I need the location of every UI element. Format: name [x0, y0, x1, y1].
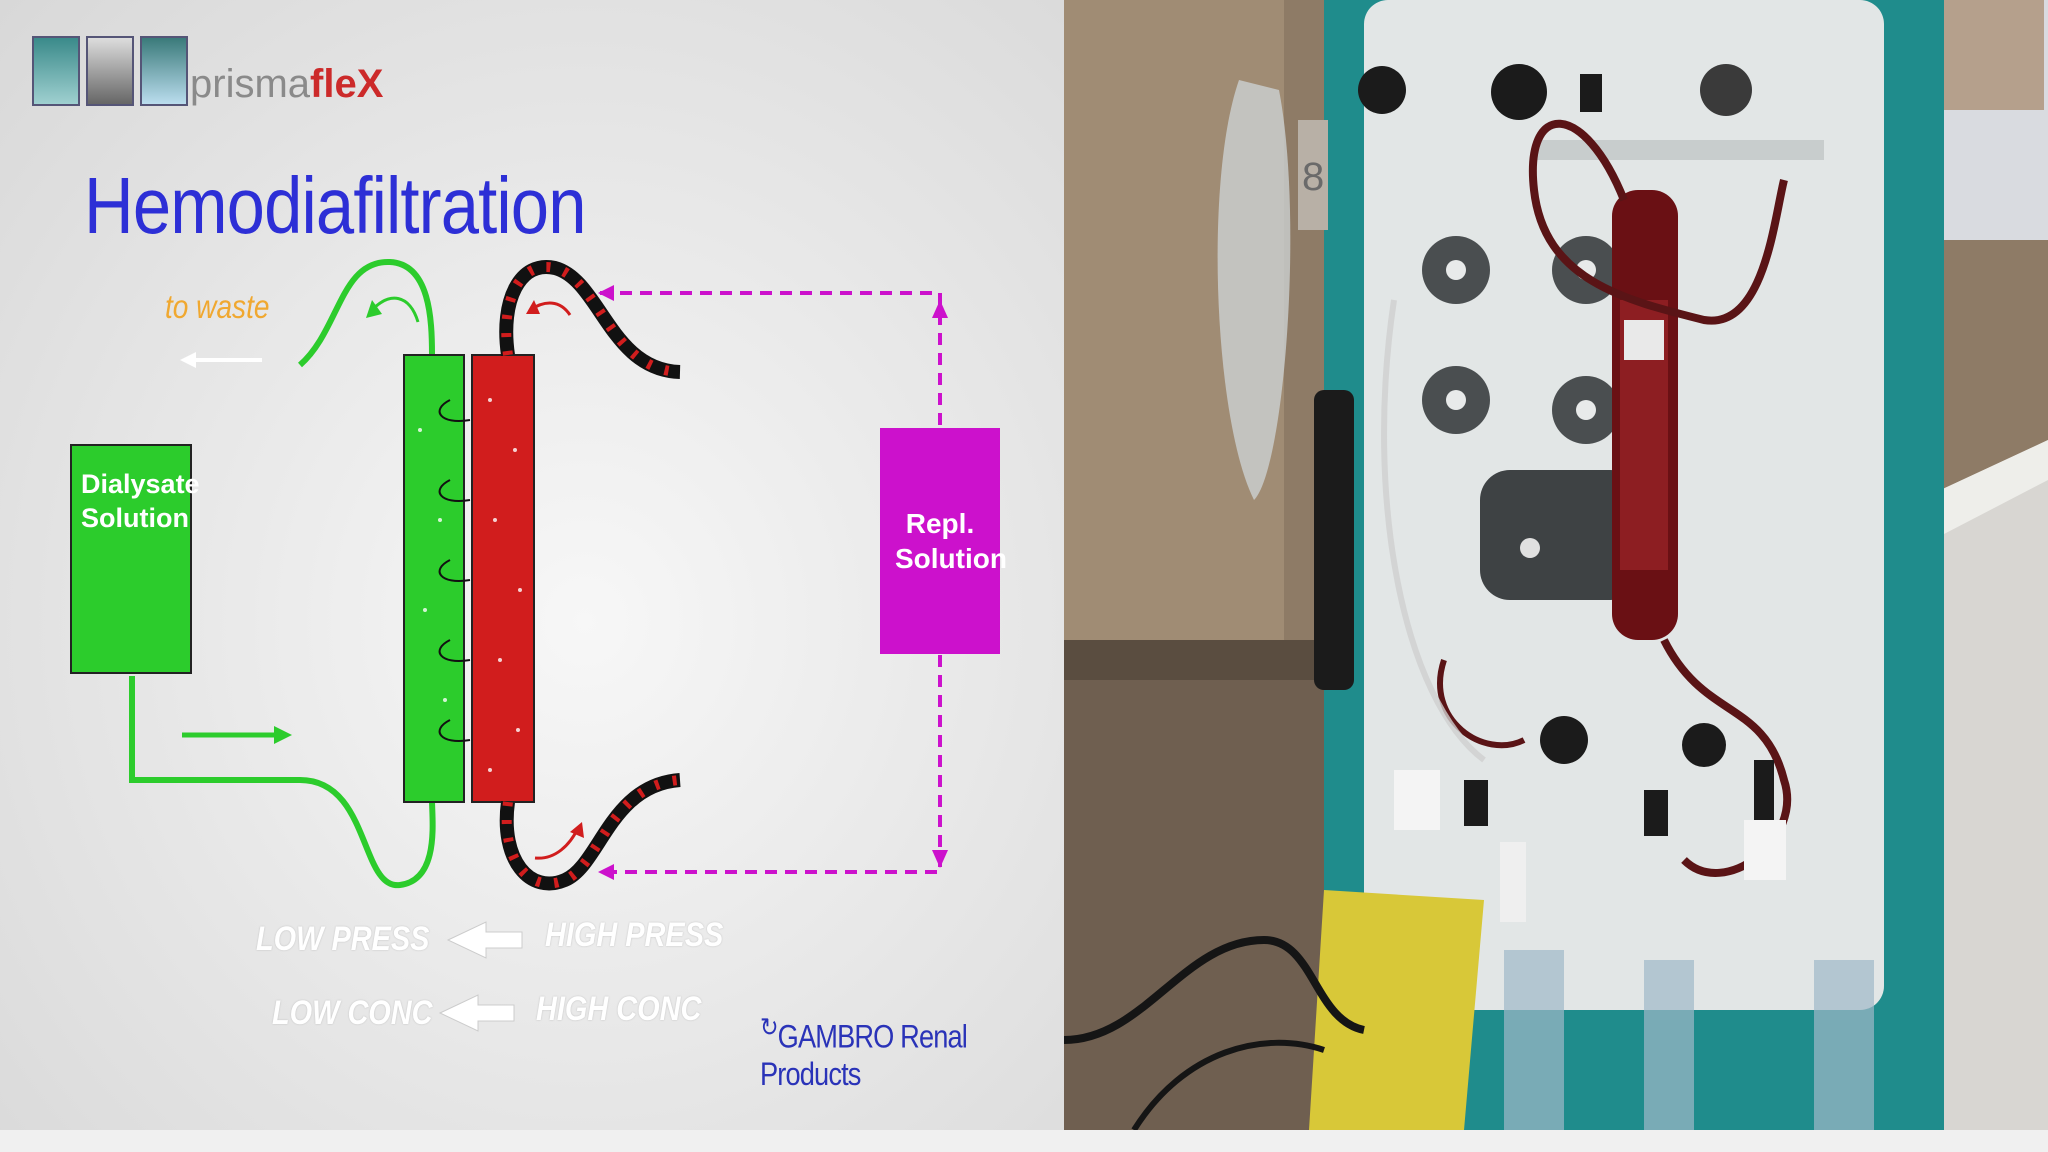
waste-arrowhead: [180, 352, 196, 368]
replacement-solution-box: Repl. Solution: [880, 428, 1007, 654]
blood-inlet-line-outline: [499, 773, 681, 891]
effluent-line: [297, 258, 435, 368]
filter-blood-compartment: [471, 354, 535, 803]
membrane-flux-arrows: [438, 399, 471, 742]
dialysate-solution-label: Dialysate Solution: [81, 469, 200, 533]
prismaflex-machine-photo: 8: [1064, 0, 2048, 1130]
dialysate-solution-box: Dialysate Solution: [70, 444, 200, 674]
blood-tubing: [1528, 119, 1788, 325]
gambro-logo: ↻GAMBRO Renal Products: [760, 1012, 968, 1092]
prismaflex-thumbnail-2: [86, 36, 134, 106]
high-conc-label: HIGH CONC: [536, 990, 702, 1028]
filter-speckles: [418, 398, 522, 772]
concentration-arrow: [438, 994, 515, 1032]
low-conc-label: LOW CONC: [272, 994, 433, 1032]
to-waste-label: to waste: [165, 288, 270, 325]
effluent-bag: [1309, 890, 1484, 1130]
high-press-label: HIGH PRESS: [545, 916, 724, 954]
replacement-pre-line: [600, 291, 942, 428]
machine-number: 8: [1302, 155, 1324, 199]
hemodiafiltration-slide: prismafleX Hemodiafiltration to waste: [0, 0, 1064, 1130]
slide-title: Hemodiafiltration: [84, 161, 586, 250]
dialysate-line: [129, 676, 436, 889]
iv-bag: [1217, 80, 1291, 500]
replacement-post-line: [600, 655, 942, 874]
prismaflex-logo: prismafleX: [190, 62, 384, 106]
bottom-strip: [0, 1130, 2048, 1152]
filter-dialysate-compartment: [403, 354, 465, 803]
power-cable: [1064, 935, 1366, 1044]
pressure-arrow: [446, 921, 523, 959]
blood-pump: [1480, 470, 1640, 600]
blood-outlet-line: [501, 262, 681, 377]
prismaflex-thumbnail-1: [32, 36, 80, 106]
prismaflex-thumbnail-3: [140, 36, 188, 106]
low-press-label: LOW PRESS: [256, 920, 430, 958]
filtration-diagram: [129, 258, 948, 1032]
gambro-swirl-icon: ↻: [760, 1012, 779, 1042]
replacement-solution-label: Repl. Solution: [895, 508, 1007, 574]
